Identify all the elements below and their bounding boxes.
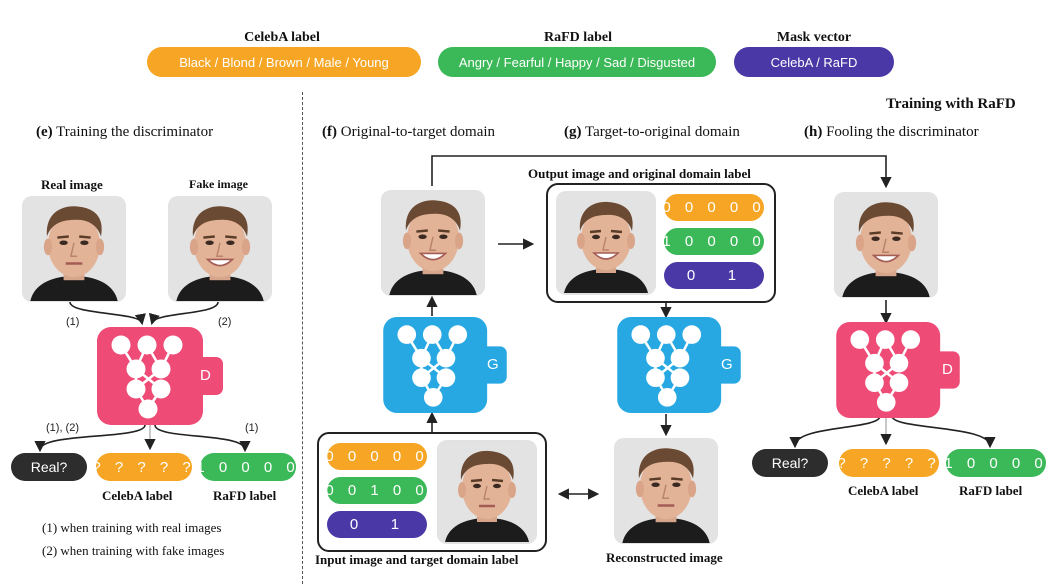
rafd-code-pill-h: 1 0 0 0 0 [944, 449, 1046, 477]
fake-face-image-h [834, 192, 938, 298]
rafd-code-pill-e: 1 0 0 0 0 [196, 453, 296, 481]
rafd-caption-h: RaFD label [959, 483, 1023, 498]
rafd-legend-pill: Angry / Fearful / Happy / Sad / Disguste… [438, 47, 716, 77]
recon-caption: Reconstructed image [606, 550, 723, 565]
rafd-legend-header: RaFD label [543, 30, 613, 45]
celeba-legend-header: CelebA label [244, 30, 320, 45]
arrow-label-12: (1), (2) [46, 422, 79, 434]
section-h-title: (h) Fooling the discriminator [804, 124, 979, 140]
section-f-title: (f) Original-to-target domain [322, 124, 496, 140]
celeba-caption-h: CelebA label [848, 483, 919, 498]
reconstructed-face-image [614, 438, 718, 544]
arrow-label-1b: (1) [245, 422, 259, 434]
celeba-question-pill-h: ? ? ? ? ? [837, 449, 939, 477]
real-question-pill-h: Real? [752, 449, 828, 477]
input-face-image [437, 440, 537, 544]
fake-image-label: Fake image [189, 177, 248, 191]
output-image-label-box: 0 0 0 0 0 1 0 0 0 0 0 1 [546, 183, 776, 303]
note-fake: (2) when training with fake images [42, 543, 225, 558]
celeba-question-pill-e: ? ? ? ? ? [92, 453, 192, 481]
note-real: (1) when training with real images [42, 520, 222, 535]
panel-divider [302, 92, 303, 584]
output-rafd-code: 1 0 0 0 0 [662, 228, 764, 255]
input-caption: Input image and target domain label [315, 552, 519, 567]
input-mask-code: 0 1 [327, 511, 427, 538]
output-face-image [556, 191, 656, 295]
celeba-caption-e: CelebA label [102, 488, 173, 503]
output-mask-code: 0 1 [664, 262, 764, 289]
mask-legend-header: Mask vector [776, 30, 852, 45]
arrow-label-2: (2) [218, 316, 232, 328]
generated-face-image [381, 190, 485, 296]
input-image-label-box: 0 0 0 0 0 0 0 1 0 0 0 1 [317, 432, 547, 552]
real-face-image [22, 196, 126, 302]
section-g-title: (g) Target-to-original domain [564, 124, 740, 140]
section-e-title: (e) Training the discriminator [36, 124, 214, 140]
g-label-g: G [721, 356, 733, 373]
output-celeba-code: 0 0 0 0 0 [662, 194, 764, 221]
g-label-f: G [487, 356, 499, 373]
d-label-h: D [942, 361, 953, 378]
d-label-e: D [200, 367, 211, 384]
arrow-label-1: (1) [66, 316, 80, 328]
training-title: Training with RaFD [886, 96, 1016, 112]
mask-legend-pill: CelebA / RaFD [734, 47, 894, 77]
fake-face-image [168, 196, 272, 302]
real-image-label: Real image [41, 177, 103, 192]
input-celeba-code: 0 0 0 0 0 [325, 443, 427, 470]
output-caption: Output image and original domain label [528, 166, 751, 181]
celeba-legend-pill: Black / Blond / Brown / Male / Young [147, 47, 421, 77]
real-question-pill-e: Real? [11, 453, 87, 481]
rafd-caption-e: RaFD label [213, 488, 277, 503]
input-rafd-code: 0 0 1 0 0 [325, 477, 427, 504]
